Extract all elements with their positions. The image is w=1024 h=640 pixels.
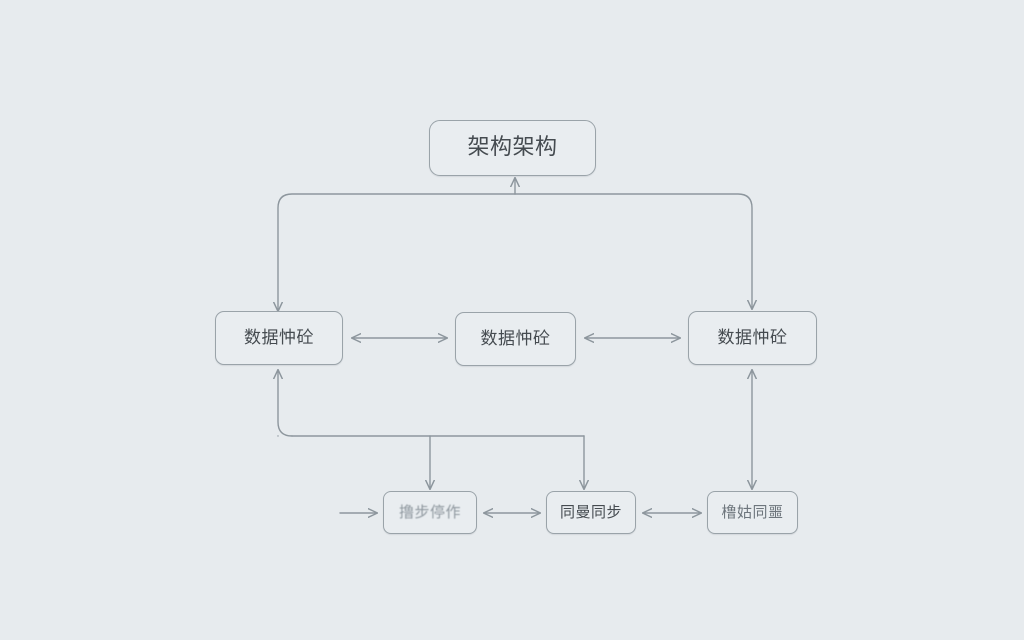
node-middle-left[interactable]: 数据忡砼 <box>215 311 343 365</box>
node-middle-center-label: 数据忡砼 <box>480 328 551 349</box>
node-bottom-right[interactable]: 橹姑同噩 <box>707 491 798 534</box>
node-bottom-left-label: 撸步停作 <box>398 503 461 521</box>
node-bottom-center-label: 同曼同步 <box>559 503 622 521</box>
node-bottom-center[interactable]: 同曼同步 <box>546 491 636 534</box>
node-middle-right-label: 数据忡砼 <box>717 327 788 348</box>
node-middle-right[interactable]: 数据忡砼 <box>688 311 817 365</box>
edge-top-bus-to-middle-right <box>514 193 752 309</box>
edge-bottom-bus-riser <box>278 370 293 437</box>
node-middle-center[interactable]: 数据忡砼 <box>455 312 576 366</box>
node-top-label: 架构架构 <box>467 135 558 160</box>
node-bottom-right-label: 橹姑同噩 <box>721 503 784 521</box>
node-middle-left-label: 数据忡砼 <box>244 327 314 348</box>
node-top[interactable]: 架构架构 <box>429 120 596 176</box>
edge-middle-left-to-top-bus <box>278 193 516 311</box>
node-bottom-left[interactable]: 撸步停作 <box>383 491 477 534</box>
